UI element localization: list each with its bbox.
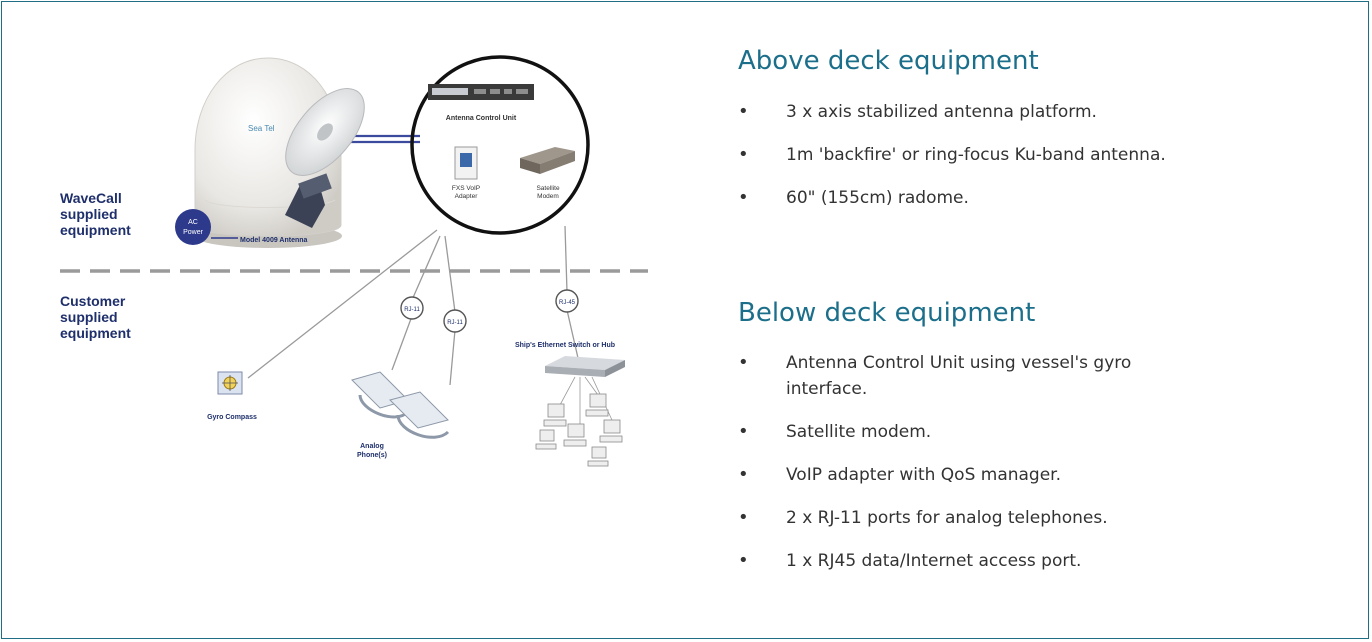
bullet-icon: •: [738, 550, 749, 571]
bullet-icon: •: [738, 507, 749, 528]
below-deck-list: • Antenna Control Unit using vessel's gyr…: [738, 350, 1358, 591]
list-item-text: VoIP adapter with QoS manager.: [786, 465, 1062, 485]
acu-label: Antenna Control Unit: [446, 115, 517, 122]
list-item: • 60" (155cm) radome.: [738, 185, 1358, 211]
ac-power-icon: [175, 209, 211, 245]
fxs-adapter: [454, 146, 478, 180]
antenna-dish: [285, 88, 365, 228]
antenna-model-label: Model 4009 Antenna: [240, 237, 308, 244]
bullet-icon: •: [738, 101, 749, 122]
modem-label-1: Satellite: [536, 185, 560, 192]
ethernet-switch-icon: [545, 356, 625, 377]
list-item: • Antenna Control Unit using vessel's gyr…: [738, 350, 1216, 402]
wavecall-label-2: supplied: [60, 206, 118, 222]
list-item-text: 1m 'backfire' or ring-focus Ku-band ante…: [786, 145, 1166, 165]
rj11-connector-a: [400, 296, 424, 320]
rj11-label-a: RJ-11: [404, 307, 420, 313]
connection-lines: [247, 225, 579, 386]
bullet-icon: •: [738, 464, 749, 485]
above-deck-list: • 3 x axis stabilized antenna platform. •…: [738, 99, 1358, 228]
customer-label-3: equipment: [60, 325, 131, 341]
ac-power-label-1: AC: [188, 219, 198, 226]
list-item: • 3 x axis stabilized antenna platform.: [738, 99, 1358, 125]
ac-power-label-2: Power: [183, 229, 204, 236]
computers-icon: [535, 376, 623, 467]
gyro-compass-icon: [217, 371, 243, 395]
radome-logo: Sea Tel: [248, 124, 275, 133]
acu-device: [428, 84, 534, 100]
list-item-text: 2 x RJ-11 ports for analog telephones.: [786, 508, 1108, 528]
rj45-label: RJ-45: [559, 300, 576, 306]
below-deck-heading: Below deck equipment: [738, 298, 1036, 328]
below-deck-unit-circle: [410, 55, 590, 235]
phones-label-2: Phone(s): [357, 452, 387, 459]
list-item-text: Antenna Control Unit using vessel's gyro…: [786, 353, 1132, 399]
rj11-connector-b: [443, 309, 467, 333]
wavecall-label-1: WaveCall: [60, 190, 122, 206]
bullet-icon: •: [738, 352, 749, 373]
fxs-label-1: FXS VoIP: [452, 185, 480, 192]
customer-label-2: supplied: [60, 309, 118, 325]
list-item: • 1 x RJ45 data/Internet access port.: [738, 548, 1358, 574]
list-item: • VoIP adapter with QoS manager.: [738, 462, 1358, 488]
list-item: • Satellite modem.: [738, 419, 1358, 445]
list-item: • 1m 'backfire' or ring-focus Ku-band ant…: [738, 142, 1358, 168]
fxs-label-2: Adapter: [455, 193, 479, 200]
rj11-label-b: RJ-11: [447, 320, 463, 326]
list-item-text: 1 x RJ45 data/Internet access port.: [786, 551, 1082, 571]
customer-label-1: Customer: [60, 293, 126, 309]
phones-label-1: Analog: [360, 443, 384, 450]
bullet-icon: •: [738, 187, 749, 208]
modem-label-2: Modem: [537, 193, 559, 200]
list-item-text: 3 x axis stabilized antenna platform.: [786, 102, 1097, 122]
bullet-icon: •: [738, 421, 749, 442]
gyro-label: Gyro Compass: [207, 414, 257, 421]
list-item-text: Satellite modem.: [786, 422, 932, 442]
above-deck-heading: Above deck equipment: [738, 46, 1039, 76]
list-item: • 2 x RJ-11 ports for analog telephones.: [738, 505, 1358, 531]
wavecall-label-3: equipment: [60, 222, 131, 238]
list-item-text: 60" (155cm) radome.: [786, 188, 969, 208]
analog-phones-icon: [351, 371, 450, 439]
equipment-diagram: Sea Tel AC Power Model 4009 Antenna Ante…: [60, 55, 648, 467]
rj45-connector: [555, 289, 579, 313]
satellite-modem: [520, 147, 575, 174]
bullet-icon: •: [738, 144, 749, 165]
switch-label: Ship's Ethernet Switch or Hub: [515, 342, 615, 349]
